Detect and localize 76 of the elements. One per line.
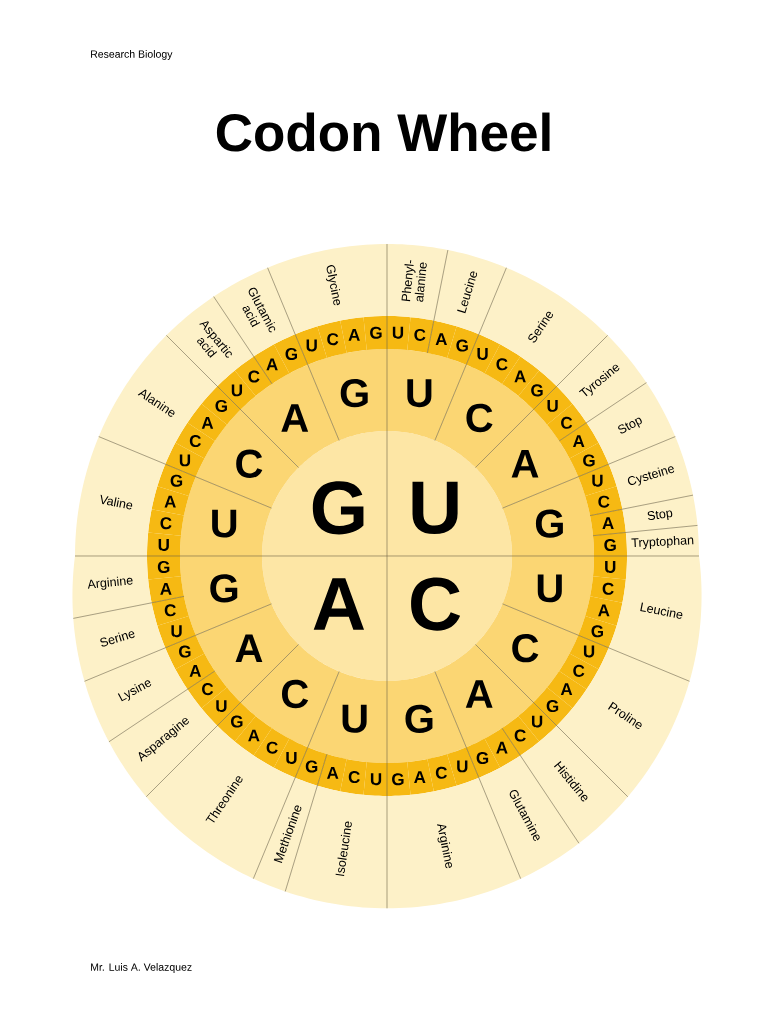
node-label: A	[164, 495, 176, 508]
node-label: Phenyl- alanine	[401, 260, 427, 302]
title: Codon Wheel	[216, 112, 550, 152]
node-label: U	[231, 384, 243, 397]
node-label: G	[535, 509, 563, 538]
node-label: U	[306, 339, 317, 352]
third-base-sector: A	[151, 486, 189, 516]
node-label: U	[212, 509, 237, 538]
node-label: C	[435, 766, 447, 779]
node-label: G	[531, 384, 543, 397]
node-label: Leucine	[640, 602, 683, 619]
third-base-sector: A	[407, 759, 434, 795]
node-label: Glycine	[325, 265, 341, 306]
node-label: G	[591, 625, 604, 638]
node-label: Stop	[647, 510, 673, 521]
node-label: U	[457, 760, 468, 773]
third-base-sector: C	[151, 596, 189, 626]
node-label: Leucine	[457, 271, 478, 314]
node-label: C	[411, 577, 461, 631]
node-label: A	[326, 766, 339, 779]
node-label: Isoleucine	[335, 821, 352, 877]
third-base-sector: G	[387, 762, 411, 796]
node-label: G	[456, 339, 468, 352]
node-label: U	[531, 715, 543, 728]
node-label: U	[342, 704, 367, 733]
node-label: U	[407, 379, 432, 408]
third-base-sector: C	[148, 509, 184, 536]
node-label: Tryptophan	[631, 536, 694, 550]
third-base-sector: A	[585, 596, 623, 626]
node-label: C	[348, 771, 360, 784]
node-label: A	[602, 517, 614, 530]
node-label: G	[157, 560, 170, 573]
node-label: U	[171, 625, 182, 638]
third-base-sector: G	[363, 316, 387, 350]
third-base-sector: A	[590, 509, 626, 536]
node-label: Serine	[100, 631, 135, 647]
node-label: U	[158, 539, 169, 551]
node-label: G	[340, 379, 368, 408]
third-base-sector: C	[427, 754, 457, 792]
node-label: C	[598, 495, 610, 508]
node-label: C	[414, 328, 426, 341]
node-label: G	[170, 474, 183, 487]
third-base-sector: A	[340, 317, 367, 353]
node-label: C	[327, 333, 339, 346]
third-base-sector: C	[317, 320, 347, 358]
node-label: Valine	[100, 494, 133, 510]
node-label: A	[598, 604, 610, 617]
third-base-sector: C	[407, 317, 434, 353]
node-label: U	[592, 474, 603, 487]
node-label: U	[412, 481, 458, 535]
third-base-sector: C	[340, 759, 367, 795]
node-label: A	[160, 582, 172, 595]
node-label: A	[313, 578, 365, 630]
author-name: Mr. Luis A. Velazquez	[91, 963, 192, 973]
node-label: G	[604, 539, 616, 552]
amino-acid-sector: Tryptophan	[625, 525, 699, 556]
node-label: G	[210, 574, 238, 603]
node-label: Cysteine	[627, 466, 675, 486]
node-label: U	[537, 574, 562, 603]
node-label: Arginine	[437, 824, 453, 869]
third-base-sector: C	[590, 576, 626, 603]
node-label: G	[305, 760, 318, 773]
third-base-sector: U	[593, 556, 627, 580]
node-label: C	[164, 604, 176, 617]
amino-acid-sector: Arginine	[72, 556, 152, 619]
amino-acid-sector: Stop	[622, 495, 698, 533]
node-label: U	[392, 326, 404, 339]
node-label: A	[435, 333, 447, 346]
third-base-sector: G	[147, 556, 181, 580]
node-label: G	[405, 704, 433, 733]
node-label: Arginine	[87, 576, 133, 590]
node-label: U	[605, 561, 616, 573]
node-label: U	[370, 773, 382, 786]
header-text: Research Biology	[91, 50, 173, 60]
amino-acid-sector: Phenyl- alanine	[387, 244, 448, 321]
node-label: G	[312, 481, 364, 535]
